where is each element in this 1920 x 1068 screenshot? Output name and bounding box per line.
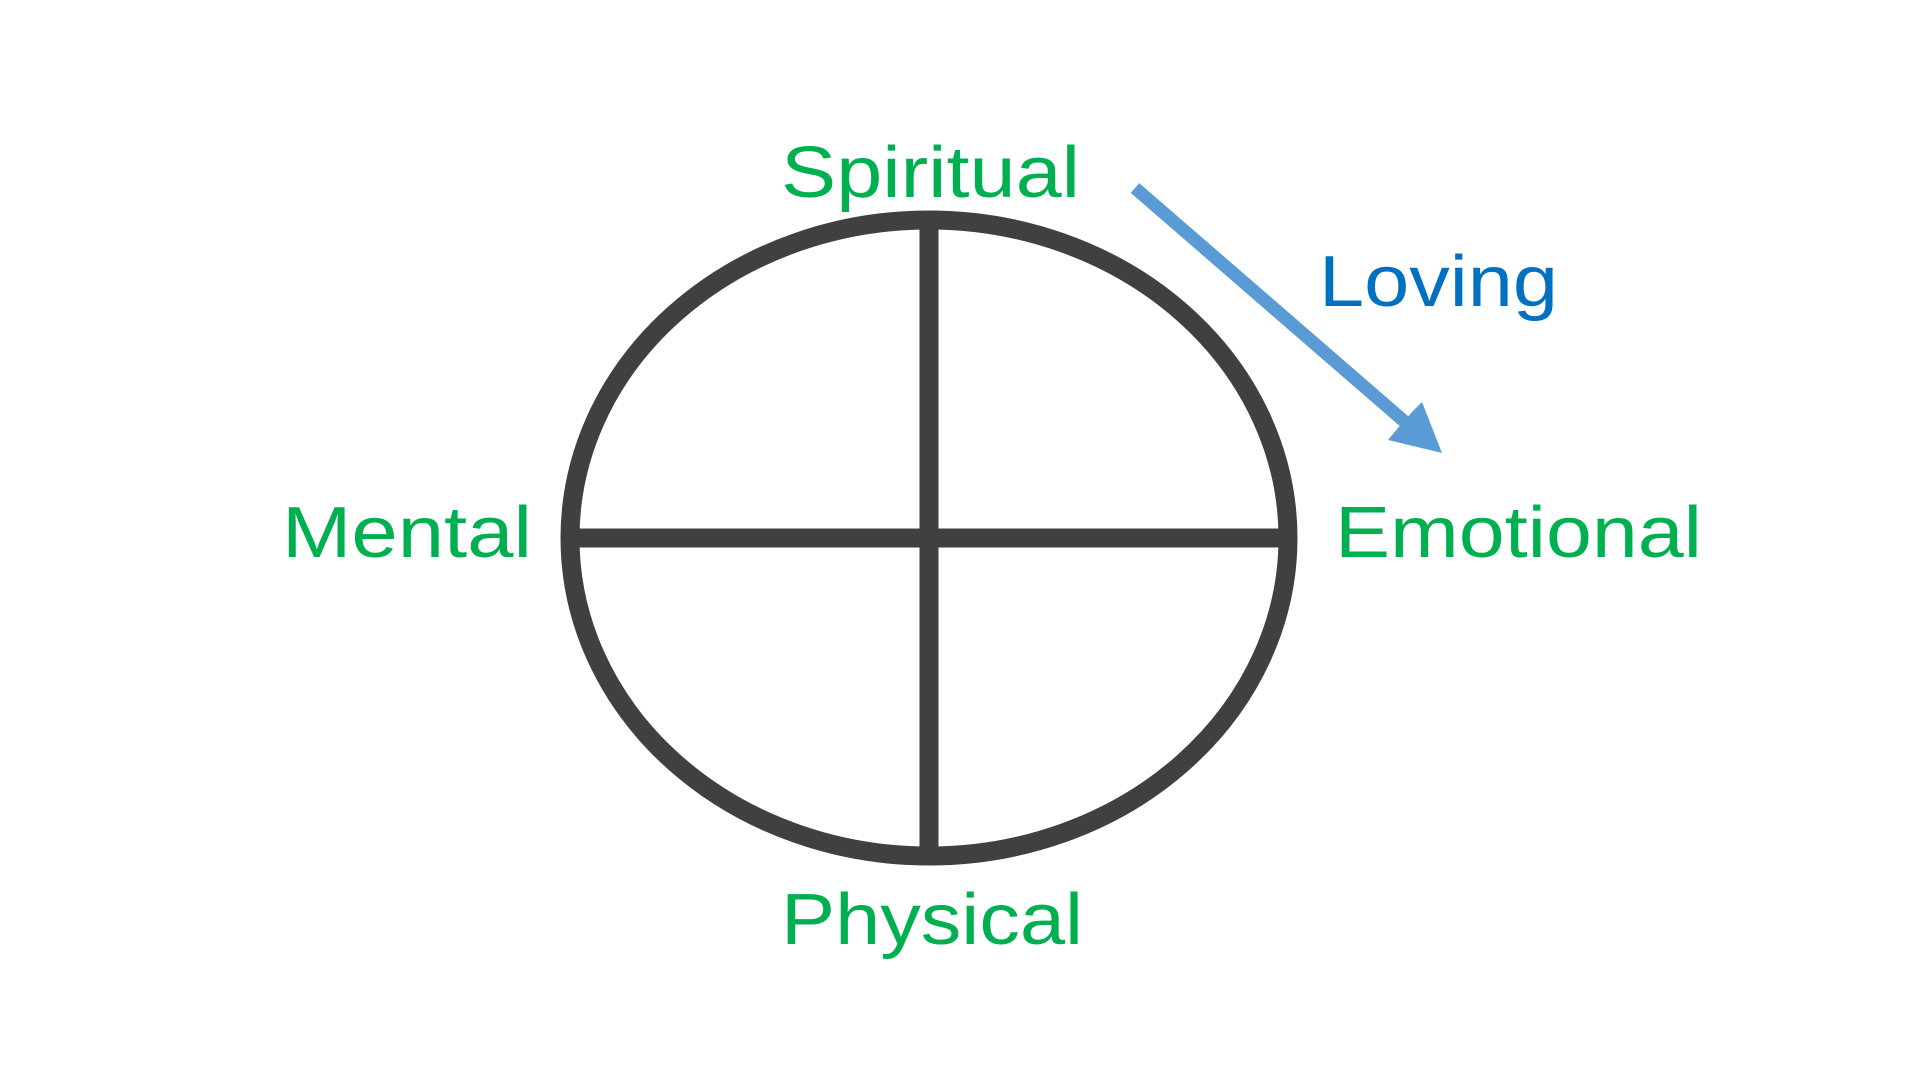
loving-arrow-head	[1388, 402, 1442, 453]
loving-arrow-shaft	[1130, 183, 1410, 427]
label-loving: Loving	[1319, 242, 1558, 322]
label-physical: Physical	[781, 880, 1083, 960]
wheel-circle	[560, 210, 1298, 866]
label-mental: Mental	[282, 493, 532, 573]
label-emotional: Emotional	[1335, 493, 1702, 573]
label-spiritual: Spiritual	[781, 133, 1080, 213]
